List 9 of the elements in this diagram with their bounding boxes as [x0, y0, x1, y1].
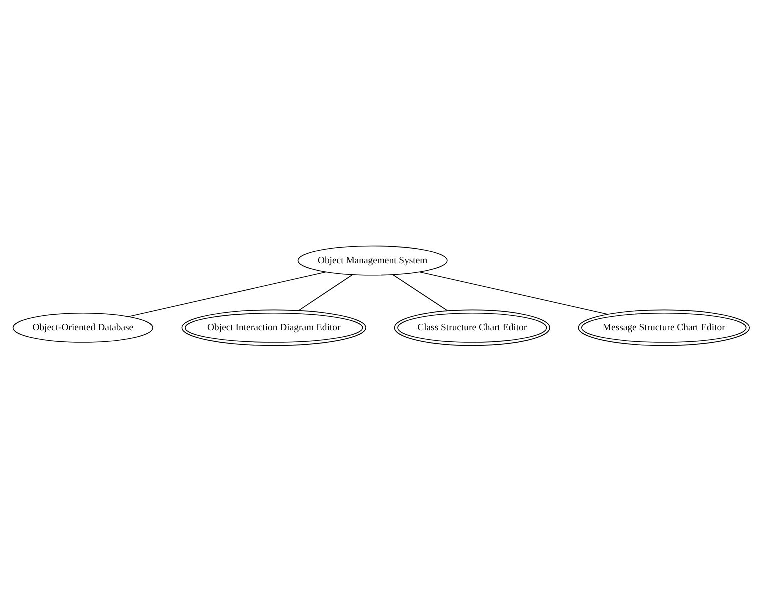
node-ellipse: Object Management System	[298, 246, 448, 276]
node-ellipse: Object-Oriented Database	[12, 313, 154, 343]
connector	[298, 274, 354, 312]
connector	[128, 272, 326, 318]
node-ellipse: Class Structure Chart Editor	[394, 310, 550, 346]
connector	[420, 272, 608, 315]
node-ellipse: Object Interaction Diagram Editor	[182, 310, 366, 346]
node-ellipse: Message Structure Chart Editor	[578, 310, 750, 346]
connector	[392, 274, 448, 312]
